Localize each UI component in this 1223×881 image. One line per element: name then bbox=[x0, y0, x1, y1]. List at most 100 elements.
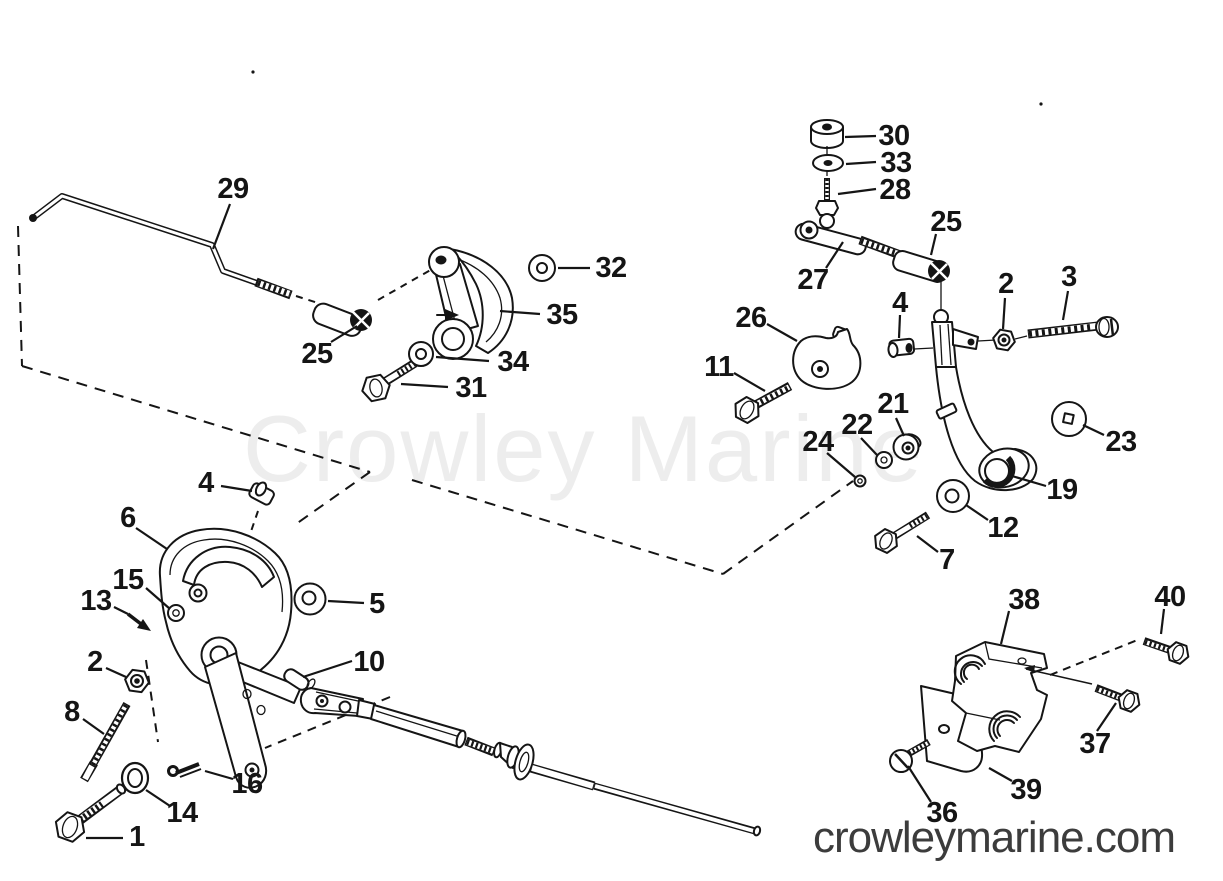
callout-26: 26 bbox=[735, 302, 767, 334]
callout-leader-4 bbox=[897, 314, 902, 339]
part-16-cotter-pin bbox=[167, 762, 202, 778]
print-speck bbox=[251, 70, 255, 74]
part-3-bolt bbox=[1027, 316, 1119, 339]
callout-15: 15 bbox=[112, 564, 144, 596]
callout-40: 40 bbox=[1154, 581, 1185, 613]
construction-dashed-lines bbox=[17, 225, 1141, 749]
callout-leader-19 bbox=[1011, 474, 1047, 488]
callout-leader-29 bbox=[211, 203, 232, 250]
callout-leader-11 bbox=[733, 372, 766, 392]
part-5-washer bbox=[293, 582, 327, 616]
part-34-washer bbox=[408, 341, 434, 367]
callout-36: 36 bbox=[926, 797, 958, 829]
part-36-screw bbox=[889, 738, 931, 774]
callout-leader-33 bbox=[845, 160, 877, 166]
site-watermark: crowleymarine.com bbox=[813, 813, 1175, 862]
callout-13: 13 bbox=[80, 585, 112, 617]
callout-31: 31 bbox=[455, 372, 487, 404]
callout-leader-10 bbox=[302, 659, 353, 679]
callout-4: 4 bbox=[198, 467, 214, 499]
alignment-arrow-icon bbox=[445, 309, 459, 321]
callout-29: 29 bbox=[217, 173, 249, 205]
part-37-bolt bbox=[1094, 684, 1141, 713]
callout-14: 14 bbox=[166, 797, 198, 829]
part-28-swivel-screw bbox=[815, 178, 839, 229]
callout-leader-21 bbox=[894, 417, 906, 437]
part-2-nut-right bbox=[992, 328, 1028, 352]
part-27-link bbox=[794, 220, 905, 261]
callout-16: 16 bbox=[231, 768, 263, 800]
callout-33: 33 bbox=[880, 147, 912, 179]
print-speck bbox=[1039, 102, 1043, 106]
callout-32: 32 bbox=[595, 252, 626, 284]
part-25-clevis-right bbox=[892, 249, 950, 311]
callout-34: 34 bbox=[497, 346, 529, 378]
callout-27: 27 bbox=[797, 264, 828, 296]
part-14-grommet bbox=[120, 761, 150, 795]
callout-leader-14 bbox=[145, 789, 171, 807]
part-cable-assembly bbox=[299, 687, 762, 837]
callout-leader-15 bbox=[145, 587, 171, 610]
part-11-bolt bbox=[734, 382, 793, 425]
callout-3: 3 bbox=[1061, 261, 1077, 293]
callout-39: 39 bbox=[1010, 774, 1042, 806]
part-35-bracket bbox=[428, 246, 514, 360]
part-24-washer bbox=[853, 474, 867, 488]
callout-2: 2 bbox=[87, 646, 103, 678]
callout-leader-27 bbox=[825, 241, 844, 269]
part-10-pin bbox=[283, 668, 316, 691]
part-8-screw bbox=[80, 702, 131, 783]
callout-leader-4 bbox=[220, 484, 253, 493]
callout-leader-25 bbox=[330, 325, 358, 343]
part-6-throttle-cam bbox=[158, 527, 302, 789]
callout-leader-36 bbox=[907, 765, 932, 803]
part-13-pin bbox=[126, 612, 151, 631]
callout-19: 19 bbox=[1046, 474, 1078, 506]
part-4-spacer-left bbox=[248, 481, 275, 506]
part-15-washer bbox=[167, 604, 185, 622]
callout-24: 24 bbox=[802, 426, 834, 458]
part-38-cable-clamp bbox=[951, 641, 1093, 753]
part-33-washer bbox=[812, 154, 844, 172]
callout-leader-31 bbox=[400, 382, 449, 389]
callout-1: 1 bbox=[129, 821, 145, 853]
part-30-nut bbox=[810, 119, 844, 149]
callout-leader-37 bbox=[1096, 702, 1117, 732]
callout-7: 7 bbox=[939, 544, 955, 576]
callout-leader-35 bbox=[499, 309, 541, 316]
part-26-cam-follower bbox=[792, 325, 862, 390]
callout-leader-2 bbox=[1001, 297, 1007, 330]
part-22-washer bbox=[875, 451, 893, 469]
callout-4: 4 bbox=[892, 287, 908, 319]
callout-10: 10 bbox=[353, 646, 384, 678]
part-7-bolt bbox=[874, 511, 931, 554]
callout-leader-3 bbox=[1061, 290, 1070, 321]
callout-35: 35 bbox=[546, 299, 578, 331]
part-12-washer bbox=[936, 479, 970, 513]
watermark-text: Crowley Marine bbox=[243, 396, 924, 501]
callout-leader-16 bbox=[204, 769, 234, 781]
part-31-bolt bbox=[361, 359, 418, 403]
part-40-bolt bbox=[1142, 637, 1190, 665]
callout-leader-13 bbox=[113, 606, 129, 615]
callout-38: 38 bbox=[1008, 584, 1040, 616]
callout-leader-6 bbox=[135, 527, 168, 550]
callout-21: 21 bbox=[877, 388, 909, 420]
callout-8: 8 bbox=[64, 696, 80, 728]
callout-5: 5 bbox=[369, 588, 385, 620]
callout-leader-12 bbox=[965, 504, 989, 521]
callout-12: 12 bbox=[987, 512, 1018, 544]
part-23-washer bbox=[1051, 401, 1087, 437]
callout-6: 6 bbox=[120, 502, 136, 534]
callout-leader-39 bbox=[988, 767, 1013, 782]
part-32-washer bbox=[528, 254, 556, 282]
callout-11: 11 bbox=[704, 351, 734, 383]
callout-23: 23 bbox=[1105, 426, 1137, 458]
part-21-bushing bbox=[892, 433, 922, 461]
callout-leader-7 bbox=[916, 535, 939, 553]
callout-28: 28 bbox=[879, 174, 911, 206]
callout-37: 37 bbox=[1079, 728, 1110, 760]
callout-leader-2 bbox=[105, 666, 127, 679]
callout-25: 25 bbox=[301, 338, 333, 370]
